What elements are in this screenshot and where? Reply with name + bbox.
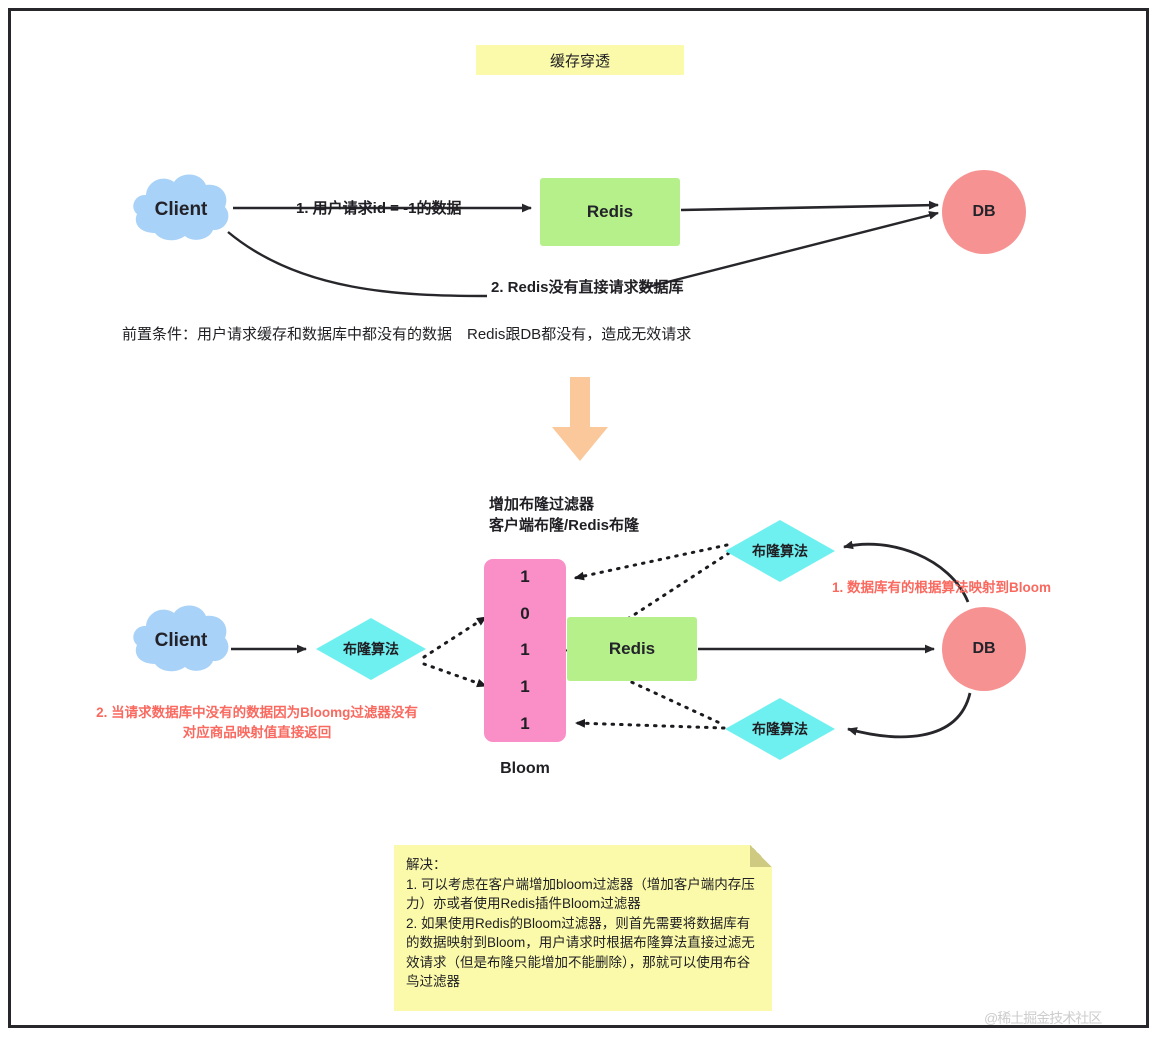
bloom-bit-2: 1: [520, 640, 530, 660]
annotation-filter-returns-directly: 2. 当请求数据库中没有的数据因为Bloomg过滤器没有对应商品映射值直接返回: [96, 705, 418, 740]
diamond-label: 布隆算法: [752, 721, 808, 737]
bloom-bit-3: 1: [520, 677, 530, 697]
edge-client-curve-to-db: [227, 231, 488, 298]
redis-box-top[interactable]: Redis: [540, 178, 680, 246]
bloom-algorithm-diamond-lower[interactable]: 布隆算法: [725, 698, 835, 760]
down-arrow-icon: [548, 377, 612, 461]
bloom-array-label: Bloom: [500, 760, 550, 777]
edge-label-step-2: 2. Redis没有直接请求数据库: [491, 279, 684, 296]
edge-redis-to-db: [680, 200, 939, 212]
bloom-heading-line-1: 增加布隆过滤器: [489, 496, 595, 513]
client-cloud-top[interactable]: Client: [127, 167, 235, 253]
solution-note-box: 解决： 1. 可以考虑在客户端增加bloom过滤器（增加客户端内存压力）亦或者使…: [394, 845, 772, 1011]
bloom-bit-4: 1: [520, 713, 530, 733]
diagram-title-banner: 缓存穿透: [476, 45, 684, 75]
redis-box-bottom[interactable]: Redis: [567, 617, 697, 681]
edge-db-to-lower-diamond: [847, 692, 972, 739]
precondition-text: 前置条件：用户请求缓存和数据库中都没有的数据 Redis跟DB都没有，造成无效请…: [122, 326, 692, 343]
bloom-heading-line-2: 客户端布隆/Redis布隆: [489, 517, 640, 534]
annotation-mapping-to-bloom: 1. 数据库有的根据算法映射到Bloom: [832, 580, 1052, 595]
edge-label2-to-db: [639, 210, 939, 291]
bloom-section-heading: 增加布隆过滤器 客户端布隆/Redis布隆: [489, 494, 639, 536]
diamond-label: 布隆算法: [343, 641, 399, 657]
bloom-bit-array[interactable]: 1 0 1 1 1: [484, 559, 566, 742]
note-fold-corner-icon: [750, 845, 772, 867]
edge-label-step-1: 1. 用户请求id = -1的数据: [296, 200, 462, 217]
client-label-bottom: Client: [154, 630, 208, 651]
edge-dotted-diamond-to-bit2: [422, 615, 488, 659]
edge-dotted-lower-to-bit5: [574, 718, 726, 730]
client-cloud-bottom[interactable]: Client: [127, 598, 235, 684]
diamond-label: 布隆算法: [752, 543, 808, 559]
edge-dotted-diamond-to-bit4: [422, 662, 488, 688]
cloud-icon: [133, 174, 229, 241]
client-label-top: Client: [154, 199, 208, 220]
bloom-algorithm-diamond-upper[interactable]: 布隆算法: [725, 520, 835, 582]
cloud-icon: [133, 605, 229, 672]
db-circle-bottom[interactable]: DB: [942, 607, 1026, 691]
db-circle-top[interactable]: DB: [942, 170, 1026, 254]
edge-dotted-upper-to-bit1: [573, 543, 729, 581]
bloom-bit-1: 0: [520, 603, 530, 623]
bloom-bit-0: 1: [520, 567, 530, 587]
bloom-algorithm-diamond-client[interactable]: 布隆算法: [316, 618, 426, 680]
watermark-text: @稀土掘金技术社区: [984, 1010, 1102, 1026]
